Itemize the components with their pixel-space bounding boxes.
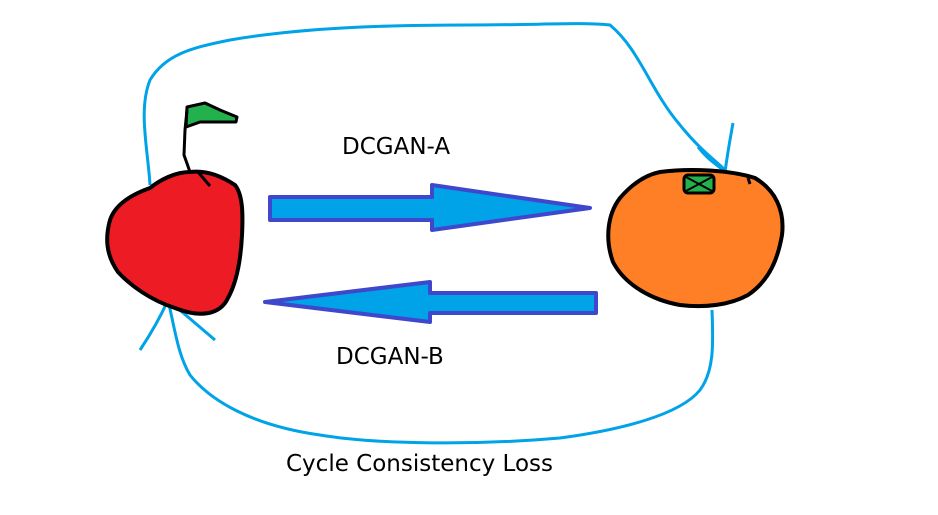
orange-body-icon [606,168,785,309]
cycle-consistency-loss-label: Cycle Consistency Loss [286,451,553,477]
dcgan-a-label: DCGAN-A [342,134,451,160]
orange-leaf-icon [682,173,716,195]
dcgan-b-arrow [263,280,598,324]
apple-node [105,101,245,316]
dcgan-b-label: DCGAN-B [336,344,444,370]
cycle-loop-top [142,22,727,186]
cycle-loop-top-arrowhead [696,122,735,174]
apple-stem [182,109,192,173]
dcgan-a-arrow [268,183,592,232]
apple-leaf-icon [184,101,239,129]
apple-body-icon [105,169,245,316]
cycle-loop-bottom [166,299,715,445]
orange-node [606,168,785,309]
